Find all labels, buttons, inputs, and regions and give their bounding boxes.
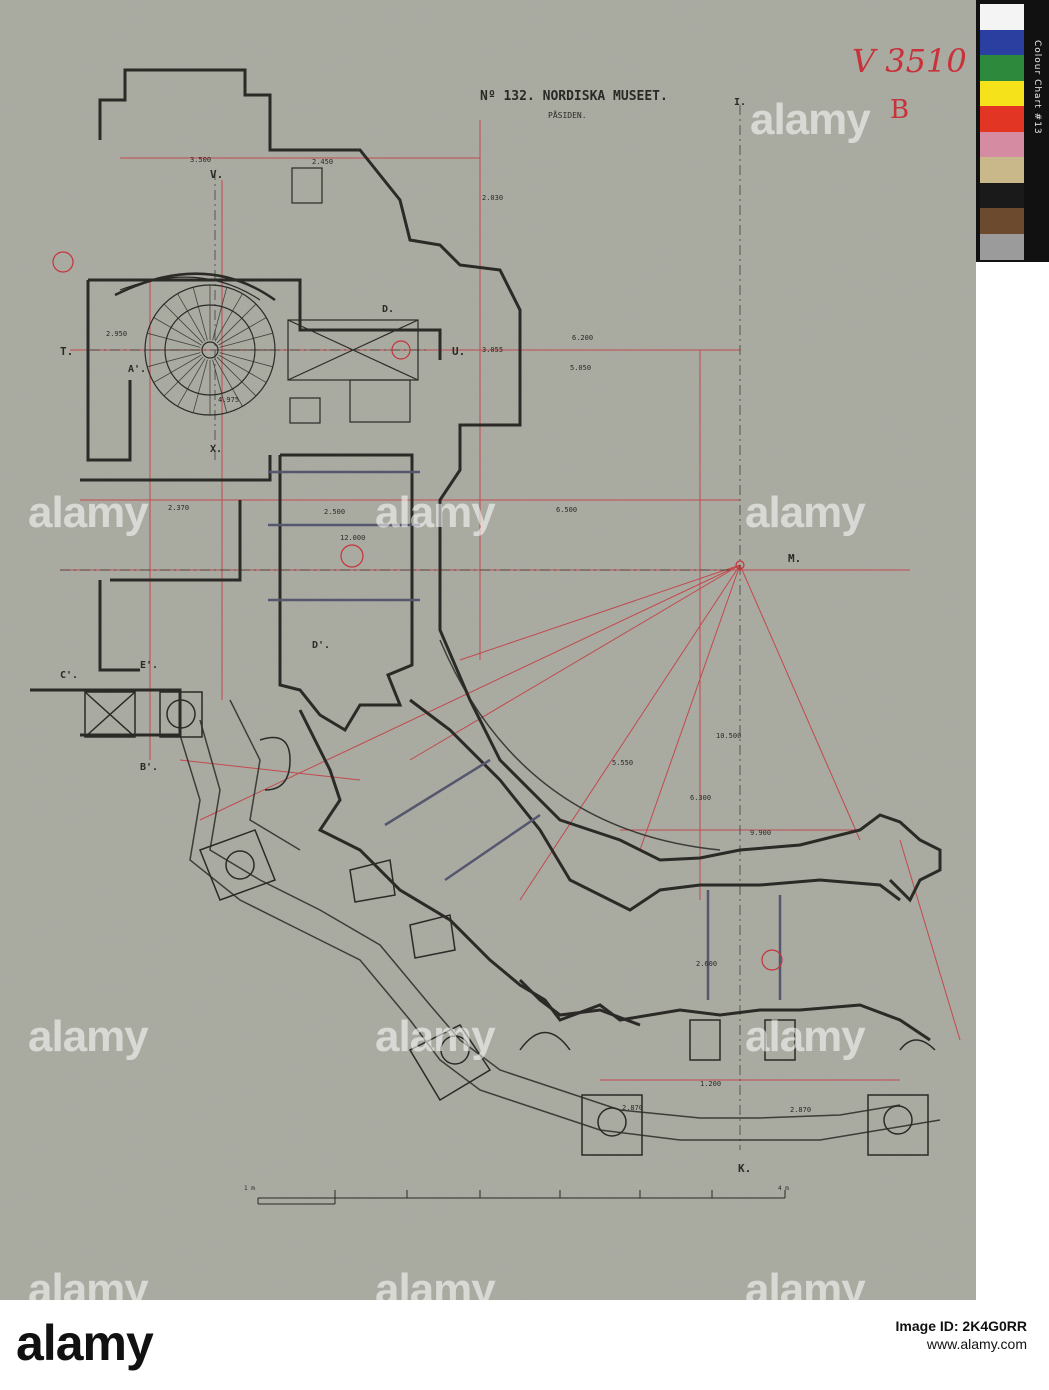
dimension-label: 2.500	[324, 508, 345, 516]
dimension-label: 5.050	[570, 364, 591, 372]
beams	[268, 470, 782, 1000]
red-construction-lines	[60, 120, 961, 1081]
dimension-label: 6.500	[556, 506, 577, 514]
dimension-label: 2.450	[312, 158, 333, 166]
scale-label-end: 4 m	[778, 1185, 789, 1192]
section-label-i: I.	[734, 97, 746, 108]
dimension-label: 2.950	[106, 330, 127, 338]
circled-marks	[52, 251, 783, 971]
watermark: alamy	[375, 488, 496, 537]
section-label-m: M.	[788, 552, 801, 565]
footer-logo[interactable]: alamy	[16, 1315, 154, 1371]
section-label-d1: D'.	[312, 640, 330, 651]
dimension-label: 4.975	[218, 396, 239, 404]
section-label-v: V.	[210, 168, 223, 181]
colour-chart	[976, 0, 1049, 262]
stair-tread	[192, 287, 208, 341]
watermark: alamy	[28, 1012, 149, 1061]
image-id: Image ID: 2K4G0RR	[895, 1318, 1027, 1334]
section-label-k: K.	[738, 1162, 751, 1175]
stair-tread	[214, 358, 243, 407]
stair-tread	[177, 293, 206, 342]
dimension-label: 12.000	[340, 534, 365, 542]
architectural-drawing-sheet: Nº 132. NORDISKA MUSEET. PÅSIDEN. T. U. …	[0, 0, 976, 1300]
section-label-t: T.	[60, 345, 73, 358]
dimension-label: 5.550	[612, 759, 633, 767]
colour-chart-label: Colour Chart #13	[1032, 40, 1042, 135]
footer-url[interactable]: www.alamy.com	[926, 1336, 1027, 1352]
stair-tread	[153, 354, 202, 383]
stair-tread	[192, 359, 208, 413]
dimension-label: 1.200	[700, 1080, 721, 1088]
section-label-d: D.	[382, 304, 394, 315]
stair-tread	[219, 352, 273, 368]
watermark: alamy	[745, 488, 866, 537]
watermark: alamy	[745, 1012, 866, 1061]
stair-tread	[153, 317, 202, 346]
stair-tread	[147, 352, 201, 368]
archive-number: V 3510	[852, 42, 967, 80]
stair-tread	[219, 332, 273, 348]
stair-tread	[147, 332, 201, 348]
scale-label-start: 1 m	[244, 1185, 255, 1192]
drawing-subtitle: PÅSIDEN.	[548, 109, 587, 120]
stair-tread	[216, 356, 257, 397]
plan-annotations: Nº 132. NORDISKA MUSEET. PÅSIDEN. T. U. …	[60, 89, 811, 1192]
stair-tread	[218, 354, 267, 383]
stair-tread	[212, 359, 228, 413]
scale-bar	[257, 1190, 786, 1205]
stair-tread	[177, 358, 206, 407]
dimension-label: 2.370	[168, 504, 189, 512]
dimension-label: 2.600	[696, 960, 717, 968]
drawing-title: Nº 132. NORDISKA MUSEET.	[480, 89, 668, 104]
section-label-c1: C'.	[60, 670, 78, 681]
dimension-label: 2.870	[622, 1104, 643, 1112]
section-label-u: U.	[452, 345, 465, 358]
colour-swatch	[980, 182, 1024, 209]
archive-letter: B	[890, 95, 909, 125]
stair-block	[287, 167, 419, 424]
stair-tread	[163, 303, 204, 344]
section-label-a1: A'.	[128, 364, 146, 375]
footer-meta: Image ID: 2K4G0RR www.alamy.com	[896, 1318, 1027, 1352]
dimension-label: 3.500	[190, 156, 211, 164]
dimension-label: 10.500	[716, 732, 741, 740]
stair-treads	[145, 285, 275, 415]
colour-swatch	[980, 29, 1024, 56]
corner-annotation: V 3510 B	[852, 42, 967, 125]
section-label-e1: E'.	[140, 660, 158, 671]
colour-swatch	[980, 131, 1024, 158]
dimension-label: 3.055	[482, 346, 503, 354]
dimension-label: 6.300	[690, 794, 711, 802]
colour-swatch	[980, 208, 1024, 234]
watermark: alamy	[28, 488, 149, 537]
colour-swatch	[980, 80, 1024, 107]
watermark: alamy	[750, 95, 871, 144]
dimension-label: 9.900	[750, 829, 771, 837]
column-piers	[84, 691, 936, 1156]
stock-footer	[0, 1300, 1049, 1390]
stair-tread	[163, 356, 204, 397]
stair-tread	[214, 293, 243, 342]
section-label-x: X.	[210, 444, 222, 455]
dimension-label: 2.030	[482, 194, 503, 202]
stair-tread	[212, 287, 228, 341]
plan-walls	[30, 68, 942, 1042]
stair-tread	[216, 303, 257, 344]
colour-swatch	[980, 55, 1024, 81]
dimension-label: 2.870	[790, 1106, 811, 1114]
colour-swatch	[980, 106, 1024, 132]
section-label-b1: B'.	[140, 762, 158, 773]
colour-swatch	[980, 233, 1024, 260]
colour-swatch	[980, 4, 1024, 30]
colour-swatch	[980, 157, 1024, 183]
stair-tread	[218, 317, 267, 346]
watermark: alamy	[375, 1012, 496, 1061]
dimension-label: 6.200	[572, 334, 593, 342]
floor-plan: Nº 132. NORDISKA MUSEET. PÅSIDEN. T. U. …	[0, 0, 976, 1300]
